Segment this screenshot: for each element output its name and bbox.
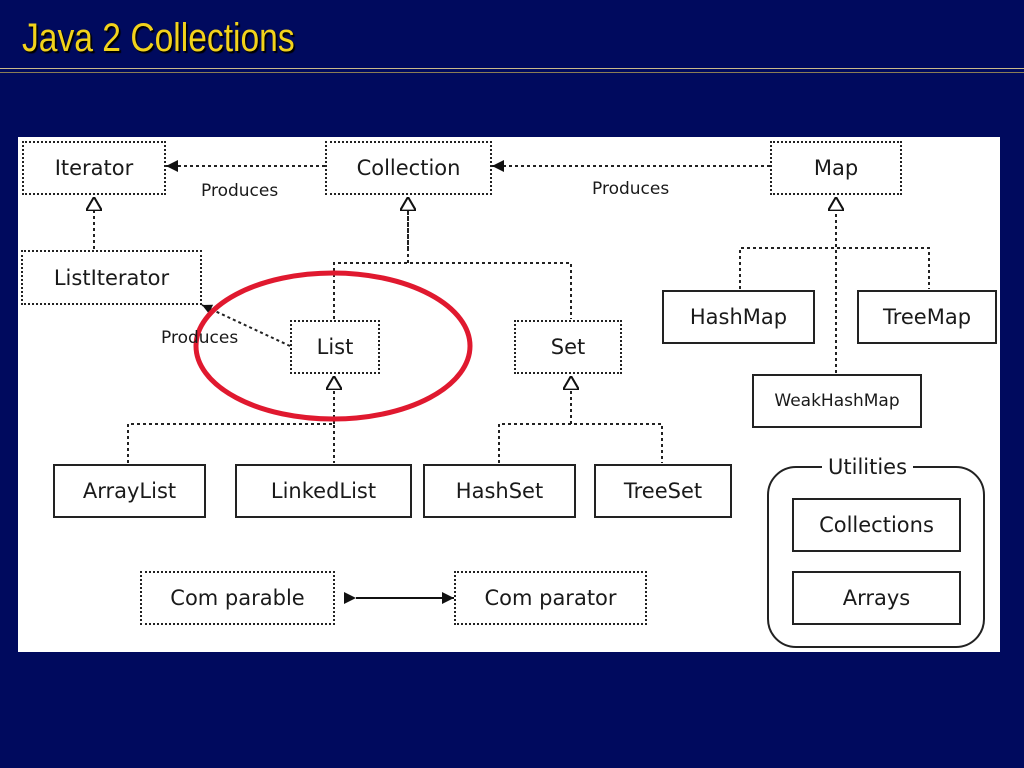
node-linkedlist-label: LinkedList [270,479,377,503]
collections-diagram: Iterator Collection Map ListIterator Lis… [18,137,1000,652]
node-comparator: Com parator [454,571,647,625]
node-set: Set [514,320,622,374]
node-collection-label: Collection [356,156,461,180]
node-linkedlist: LinkedList [235,464,412,518]
node-list-label: List [316,335,354,359]
node-collections: Collections [792,498,961,552]
diagram-connectors [18,160,985,648]
edge-list-produces-listiterator [201,304,291,347]
node-hashmap: HashMap [662,290,815,344]
edge-hashmap-treemap-to-map [739,247,930,289]
list-highlight-ellipse [193,270,473,422]
node-listiterator-label: ListIterator [53,265,170,290]
node-arrays-label: Arrays [842,586,911,610]
label-map-produces-collection: Produces [592,179,670,199]
node-hashset: HashSet [423,464,576,518]
label-list-produces-listiterator: Produces [161,328,239,348]
title-rule-bottom [0,72,1024,73]
node-arrays: Arrays [792,571,961,625]
utilities-group-label: Utilities [822,455,914,479]
edge-list-set-to-collection [333,197,572,319]
node-iterator-label: Iterator [54,156,134,180]
node-collection: Collection [325,141,492,195]
node-weakhashmap: WeakHashMap [752,374,922,428]
node-treemap-label: TreeMap [882,305,972,329]
node-weakhashmap-label: WeakHashMap [774,391,900,411]
edge-arraylist-linkedlist-to-list [127,423,335,463]
node-arraylist: ArrayList [53,464,206,518]
slide-title: Java 2 Collections [22,16,295,60]
node-arraylist-label: ArrayList [82,479,177,503]
node-comparator-label: Com parator [484,586,617,610]
node-hashmap-label: HashMap [689,305,788,329]
node-comparable-label: Com parable [170,586,305,610]
node-treemap: TreeMap [857,290,997,344]
node-map: Map [770,141,902,195]
node-comparable: Com parable [140,571,335,625]
label-collection-produces-iterator: Produces [201,181,279,201]
node-collections-label: Collections [819,513,934,537]
node-set-label: Set [550,335,586,359]
node-iterator: Iterator [22,141,166,195]
node-list: List [290,320,380,374]
node-treeset: TreeSet [594,464,732,518]
node-hashset-label: HashSet [455,479,544,503]
node-map-label: Map [813,156,859,180]
node-treeset-label: TreeSet [623,479,703,503]
node-listiterator: ListIterator [21,250,202,305]
title-rule-top [0,68,1024,69]
edge-hashset-treeset-to-set [498,423,663,463]
